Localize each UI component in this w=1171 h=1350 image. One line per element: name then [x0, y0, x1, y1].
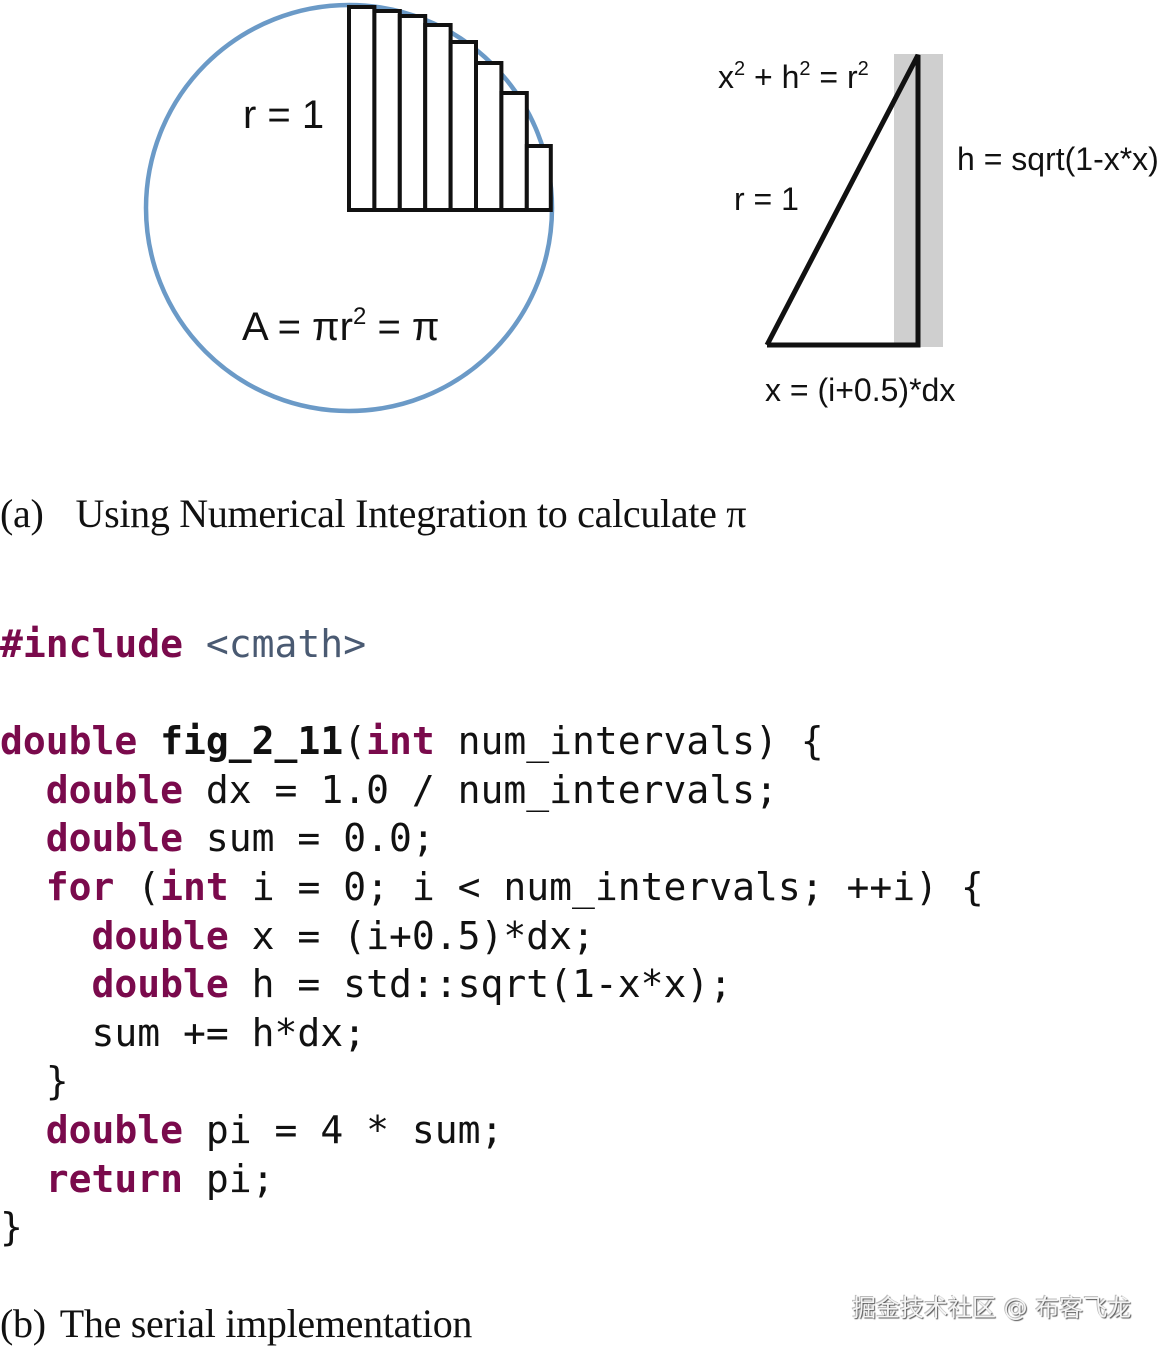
code-line: double fig_2_11(int num_intervals) {	[0, 717, 984, 766]
code-text: h = std::sqrt(1-x*x);	[228, 962, 733, 1007]
code-text	[137, 719, 160, 763]
radius-label: r = 1	[243, 93, 324, 137]
caption-b-label: (b)	[0, 1301, 46, 1346]
circle-diagram: r = 1 A = πr2 = π	[143, 2, 555, 414]
code-text	[0, 914, 92, 958]
code-keyword: double	[91, 913, 229, 958]
code-text: sum = 0.0;	[183, 816, 435, 861]
code-text	[183, 622, 206, 666]
code-text: dx = 1.0 / num_intervals;	[183, 767, 778, 812]
code-text	[0, 865, 46, 909]
watermark: 掘金技术社区 @ 布客飞龙	[852, 1294, 1132, 1322]
code-text	[0, 962, 92, 1006]
code-listing: #include <cmath>double fig_2_11(int num_…	[0, 620, 984, 1252]
code-line: }	[0, 1203, 984, 1252]
code-keyword: #include	[0, 622, 184, 666]
code-include-path: <cmath>	[205, 622, 367, 666]
code-line: double x = (i+0.5)*dx;	[0, 912, 984, 961]
code-text: sum += h*dx;	[0, 1010, 367, 1055]
code-text: }	[0, 1205, 23, 1250]
code-text	[0, 768, 46, 812]
code-function-name: fig_2_11	[160, 719, 344, 764]
code-text: }	[0, 1059, 69, 1104]
code-line: sum += h*dx;	[0, 1009, 984, 1058]
code-text	[0, 816, 46, 860]
code-line: #include <cmath>	[0, 620, 984, 669]
right-triangle	[764, 53, 921, 348]
code-text: x = (i+0.5)*dx;	[228, 913, 595, 958]
code-text: num_intervals) {	[434, 719, 824, 764]
code-keyword: int	[366, 719, 435, 764]
code-line: for (int i = 0; i < num_intervals; ++i) …	[0, 863, 984, 912]
caption-b-text: The serial implementation	[59, 1301, 473, 1346]
code-line: double dx = 1.0 / num_intervals;	[0, 766, 984, 815]
code-text: pi;	[183, 1156, 275, 1201]
pythagorean-equation: x2 + h2 = r2	[718, 58, 869, 95]
code-text: (	[343, 719, 367, 764]
code-text: i = 0; i < num_intervals; ++i) {	[228, 864, 984, 909]
code-keyword: double	[0, 719, 138, 764]
caption-a-label: (a)	[0, 491, 44, 536]
code-line: double pi = 4 * sum;	[0, 1106, 984, 1155]
code-keyword: double	[91, 962, 229, 1007]
base-label: x = (i+0.5)*dx	[765, 372, 955, 408]
code-line: double sum = 0.0;	[0, 814, 984, 863]
integration-rectangles	[347, 5, 553, 212]
code-text	[0, 1157, 46, 1201]
height-label: h = sqrt(1-x*x)	[957, 141, 1159, 177]
hypotenuse-label: r = 1	[734, 181, 799, 217]
code-keyword: int	[160, 864, 229, 909]
caption-b: (b) The serial implementation	[0, 1300, 472, 1347]
code-keyword: return	[45, 1156, 184, 1201]
code-line	[0, 669, 984, 718]
code-keyword: for	[45, 864, 115, 909]
code-text	[0, 1108, 46, 1152]
code-keyword: double	[45, 767, 184, 812]
area-formula: A = πr2 = π	[242, 303, 440, 349]
code-keyword: double	[45, 816, 184, 861]
code-line: double h = std::sqrt(1-x*x);	[0, 960, 984, 1009]
caption-a: (a) Using Numerical Integration to calcul…	[0, 490, 746, 537]
code-keyword: double	[45, 1107, 184, 1152]
caption-a-text: Using Numerical Integration to calculate…	[75, 491, 747, 536]
code-text: pi = 4 * sum;	[183, 1107, 504, 1152]
triangle-diagram: x2 + h2 = r2 r = 1 h = sqrt(1-x*x) x = (…	[718, 53, 1159, 408]
code-text: (	[114, 864, 161, 909]
code-line: }	[0, 1057, 984, 1106]
code-line: return pi;	[0, 1155, 984, 1204]
